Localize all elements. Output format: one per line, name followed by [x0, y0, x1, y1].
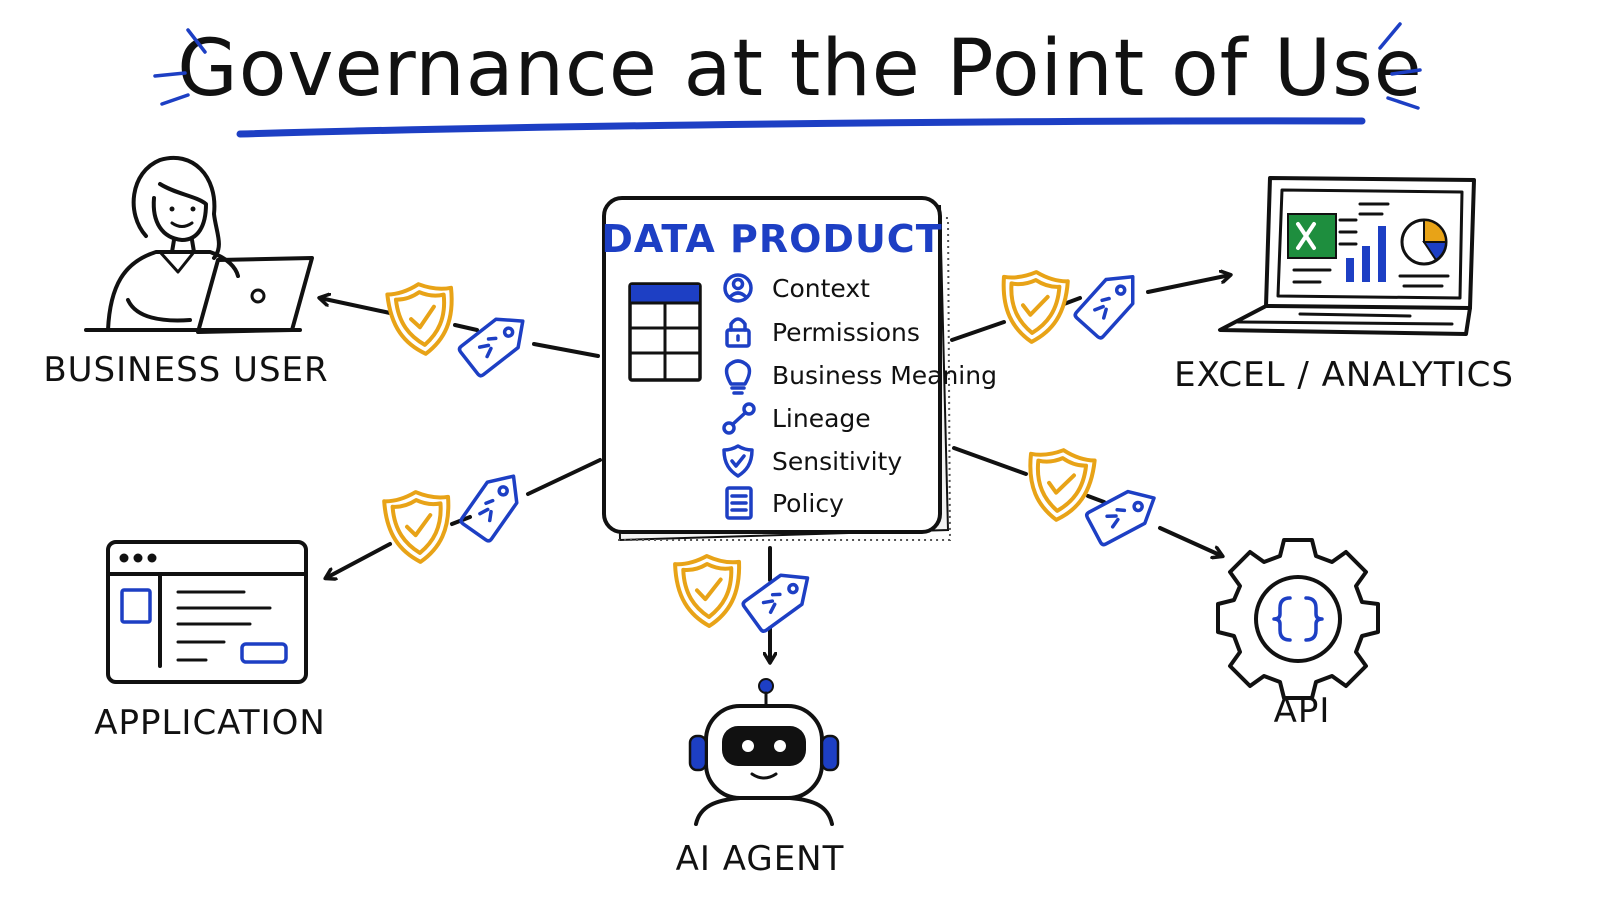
tag-icon — [456, 305, 536, 379]
facet-permissions: Permissions — [772, 318, 920, 347]
connector-api-arrow — [1158, 526, 1222, 556]
excel-analytics-node: EXCEL / ANALYTICS — [1174, 176, 1514, 395]
card-heading: DATA PRODUCT — [601, 217, 942, 261]
connector-api-near — [952, 446, 1028, 476]
business-user-node: BUSINESS USER — [43, 155, 328, 390]
gear-code-icon — [1216, 538, 1380, 700]
title-sparkle-left — [153, 28, 207, 106]
connector-business-user-arrow — [320, 298, 392, 315]
label-business-user: BUSINESS USER — [43, 350, 328, 390]
connector-excel-arrow — [1146, 275, 1230, 294]
application-node: APPLICATION — [94, 540, 326, 743]
label-excel-analytics: EXCEL / ANALYTICS — [1174, 355, 1514, 395]
connector-application-arrow — [326, 542, 392, 578]
connector-application-near — [526, 458, 602, 496]
data-product-card: DATA PRODUCT — [601, 196, 997, 542]
laptop-dashboard-icon — [1218, 176, 1476, 336]
facet-context: Context — [772, 274, 870, 303]
shield-check-icon — [722, 444, 754, 478]
lock-icon — [725, 317, 751, 348]
lightbulb-icon — [724, 359, 752, 395]
shield-check-icon — [675, 555, 741, 627]
connector-api-mid — [1086, 494, 1106, 504]
document-icon — [725, 486, 753, 520]
robot-icon — [688, 678, 840, 826]
connectors — [320, 275, 1230, 662]
api-node: API — [1216, 538, 1380, 731]
label-api: API — [1274, 691, 1331, 731]
user-circle-icon — [723, 273, 753, 303]
lineage-icon — [722, 402, 756, 435]
page-title: Governance at the Point of Use — [177, 24, 1422, 114]
person-laptop-icon — [84, 155, 314, 334]
tag-icon — [1072, 262, 1148, 342]
app-window-icon — [106, 540, 308, 684]
page-title-group: Governance at the Point of Use — [153, 22, 1422, 138]
title-sparkle-right — [1378, 22, 1422, 110]
facet-sensitivity: Sensitivity — [772, 447, 902, 476]
facet-business-meaning: Business Meaning — [772, 361, 997, 390]
connector-business-user-mid — [453, 323, 479, 332]
connector-excel-near — [950, 320, 1006, 342]
connector-business-user-near — [532, 342, 600, 358]
tag-icon — [458, 464, 530, 544]
facet-lineage: Lineage — [772, 404, 871, 433]
shield-check-icon — [1022, 444, 1098, 526]
facet-policy: Policy — [772, 489, 844, 518]
tag-icon — [1083, 480, 1165, 548]
card-body — [602, 196, 942, 534]
excel-icon — [1287, 213, 1337, 259]
ai-agent-node: AI AGENT — [676, 678, 845, 879]
shield-check-icon — [381, 487, 455, 567]
connector-excel-mid — [1062, 296, 1082, 306]
table-icon — [628, 282, 702, 382]
shield-check-icon — [384, 278, 460, 360]
shield-check-icon — [997, 267, 1071, 347]
title-underline — [236, 117, 1366, 138]
label-application: APPLICATION — [94, 703, 326, 743]
label-ai-agent: AI AGENT — [676, 839, 845, 879]
tag-icon — [740, 561, 820, 635]
